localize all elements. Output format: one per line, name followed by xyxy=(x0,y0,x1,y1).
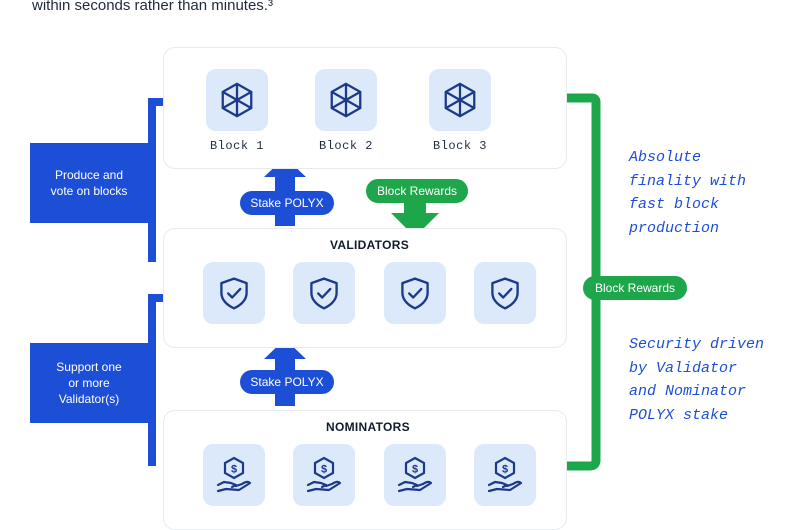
nominators-title: NOMINATORS xyxy=(326,420,410,434)
hand-coin-icon: $ xyxy=(397,456,433,493)
produce-vote-box: Produce and vote on blocks xyxy=(30,143,148,223)
finality-note: Absolute finality with fast block produc… xyxy=(629,149,747,237)
block-rewards-pill-center: Block Rewards xyxy=(366,179,468,203)
block-cube-icon xyxy=(444,82,476,118)
validators-title: VALIDATORS xyxy=(330,238,410,252)
hand-coin-icon: $ xyxy=(216,456,252,493)
security-note: Security driven by Validator and Nominat… xyxy=(629,336,765,424)
support-validators-box: Support one or more Validator(s) xyxy=(30,343,148,423)
nominator-tile-1: $ xyxy=(203,444,265,506)
svg-text:$: $ xyxy=(231,464,237,476)
svg-text:$: $ xyxy=(502,464,508,476)
stake-polyx-pill-lower: Stake POLYX xyxy=(240,370,334,394)
shield-check-icon xyxy=(491,277,519,310)
produce-vote-text: Produce and vote on blocks xyxy=(50,168,128,198)
rewards-down-arrow xyxy=(391,180,439,237)
block-tile-3 xyxy=(429,69,491,131)
hand-coin-icon: $ xyxy=(306,456,342,493)
svg-text:$: $ xyxy=(321,464,327,476)
block-label-1: Block 1 xyxy=(210,139,264,153)
block-tile-2 xyxy=(315,69,377,131)
hand-coin-icon: $ xyxy=(487,456,523,493)
block-cube-icon xyxy=(330,82,362,118)
svg-text:$: $ xyxy=(412,464,418,476)
validator-tile-1 xyxy=(203,262,265,324)
nominator-tile-3: $ xyxy=(384,444,446,506)
block-rewards-pill-right: Block Rewards xyxy=(583,276,687,300)
validator-tile-4 xyxy=(474,262,536,324)
nominator-tile-4: $ xyxy=(474,444,536,506)
validator-tile-2 xyxy=(293,262,355,324)
intro-text: within seconds rather than minutes.³ xyxy=(32,0,273,14)
shield-check-icon xyxy=(310,277,338,310)
block-label-2: Block 2 xyxy=(319,139,373,153)
nominator-tile-2: $ xyxy=(293,444,355,506)
stake-polyx-pill-upper: Stake POLYX xyxy=(240,191,334,215)
block-cube-icon xyxy=(221,82,253,118)
block-label-3: Block 3 xyxy=(433,139,487,153)
validator-tile-3 xyxy=(384,262,446,324)
support-validators-text: Support one or more Validator(s) xyxy=(56,360,122,406)
shield-check-icon xyxy=(220,277,248,310)
shield-check-icon xyxy=(401,277,429,310)
block-tile-1 xyxy=(206,69,268,131)
